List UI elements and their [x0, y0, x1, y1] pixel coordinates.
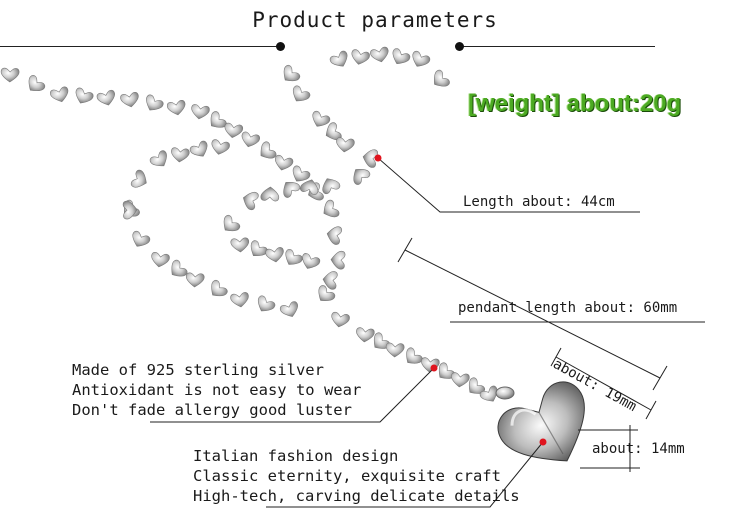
chain-link [356, 327, 375, 343]
page-title: Product parameters [252, 8, 498, 32]
chain-link [329, 50, 348, 67]
chain-link [353, 168, 371, 185]
design-description: Italian fashion design Classic eternity,… [193, 446, 520, 506]
chain-link [250, 240, 268, 257]
chain-link [130, 169, 147, 188]
chain-link [322, 271, 338, 290]
chain-link [96, 89, 116, 106]
chain-link [331, 311, 350, 328]
thickness-label: about: 14mm [592, 441, 685, 457]
chain-link [257, 295, 276, 312]
chain-link [412, 50, 431, 67]
chain-link [318, 285, 336, 302]
design-line: Classic eternity, exquisite craft [193, 467, 501, 485]
title-rule-left [0, 46, 282, 47]
chain-link [336, 137, 355, 153]
chain-link [406, 347, 423, 364]
chain-link [146, 94, 164, 111]
weight-label: [weight] about:20g [468, 90, 682, 117]
chain-link [171, 147, 190, 163]
heart-link-chain [0, 46, 498, 402]
chain-link [223, 215, 241, 232]
material-line: Don't fade allergy good luster [72, 401, 352, 419]
material-description: Made of 925 sterling silver Antioxidant … [72, 360, 361, 420]
chain-link [330, 250, 346, 270]
chain-link [433, 69, 450, 87]
chain-link [224, 122, 244, 138]
chain-link [283, 65, 301, 82]
chain-link [312, 110, 331, 127]
chain-link [279, 301, 298, 317]
chain-link [323, 199, 340, 218]
chain-link [260, 186, 280, 202]
chain-link [230, 292, 249, 308]
chain-link [191, 104, 210, 120]
chain-link [210, 111, 227, 128]
chain-link [322, 178, 341, 195]
chain-link [370, 46, 389, 63]
chain-link [185, 272, 205, 288]
chain-link [28, 75, 46, 92]
heart-pendant [497, 381, 585, 462]
title-dot-left [276, 42, 285, 51]
chain-link [122, 200, 138, 220]
chain-link [241, 131, 260, 148]
length-marker [374, 154, 382, 162]
design-line: High-tech, carving delicate details [193, 487, 520, 505]
material-line: Made of 925 sterling silver [72, 361, 324, 379]
design-marker [539, 438, 547, 446]
chain-link [132, 230, 151, 247]
chain-link [260, 141, 277, 159]
chain-link [351, 49, 370, 65]
chain-link [274, 154, 294, 171]
chain-link [166, 99, 186, 116]
design-line: Italian fashion design [193, 447, 399, 465]
chain-link [230, 237, 250, 253]
chain-link [151, 252, 170, 268]
title-dot-right [455, 42, 464, 51]
chain-link [189, 140, 208, 157]
chain-link [326, 226, 343, 245]
title-rule-right [462, 46, 655, 47]
chain-link [300, 179, 319, 195]
chain-link [149, 150, 167, 167]
chain-link [211, 139, 230, 155]
pendant-length-label: pendant length about: 60mm [458, 300, 678, 316]
chain-link [302, 253, 321, 269]
chain-link [362, 149, 379, 168]
length-label: Length about: 44cm [463, 194, 615, 210]
chain-link [120, 91, 139, 108]
material-line: Antioxidant is not easy to wear [72, 381, 362, 399]
chain-link [285, 248, 303, 265]
chain-link [243, 191, 259, 211]
chain-link [75, 87, 94, 104]
chain-link [283, 181, 301, 198]
chain-link [171, 259, 188, 277]
chain-link [265, 247, 284, 263]
chain-link [0, 67, 20, 83]
material-marker [430, 364, 438, 372]
pendant-bail [495, 386, 515, 400]
chain-link [292, 165, 311, 182]
chain-link [211, 279, 228, 297]
chain-link [50, 86, 69, 103]
chain-link [438, 362, 455, 379]
chain-link [451, 372, 470, 388]
chain-link [385, 342, 405, 358]
chain-link [392, 48, 411, 65]
chain-link [292, 85, 311, 102]
